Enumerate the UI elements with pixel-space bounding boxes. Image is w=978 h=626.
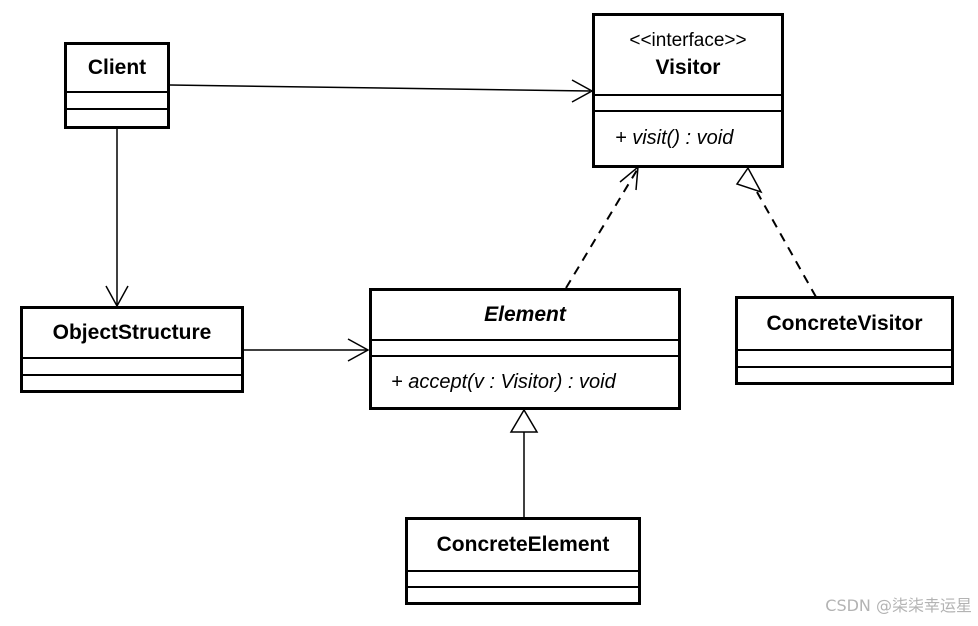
class-concretevisitor-name-compartment: ConcreteVisitor xyxy=(738,299,951,351)
association-client-visitor xyxy=(169,79,594,103)
class-visitor-operations: + visit() : void xyxy=(595,112,781,165)
class-client-attributes xyxy=(67,93,167,110)
generalization-concreteelement-element xyxy=(509,408,539,517)
class-objectstructure-name-compartment: ObjectStructure xyxy=(23,309,241,359)
class-concreteelement-name-compartment: ConcreteElement xyxy=(408,520,638,572)
realization-concretevisitor-visitor xyxy=(735,166,817,298)
class-concretevisitor: ConcreteVisitor xyxy=(735,296,954,385)
association-objectstructure-element xyxy=(244,338,370,362)
class-element-operations: + accept(v : Visitor) : void xyxy=(372,357,678,407)
class-client-name: Client xyxy=(87,56,147,80)
dependency-element-visitor xyxy=(565,165,639,289)
class-visitor-attributes xyxy=(595,96,781,112)
class-objectstructure: ObjectStructure xyxy=(20,306,244,393)
class-concreteelement-attributes xyxy=(408,572,638,588)
class-element-operation-accept: + accept(v : Visitor) : void xyxy=(391,370,616,393)
class-concretevisitor-operations xyxy=(738,368,951,382)
class-objectstructure-operations xyxy=(23,376,241,390)
class-concretevisitor-attributes xyxy=(738,351,951,368)
class-objectstructure-name: ObjectStructure xyxy=(52,321,212,345)
class-concreteelement: ConcreteElement xyxy=(405,517,641,605)
class-concreteelement-operations xyxy=(408,588,638,602)
watermark: CSDN @柒柒幸运星 xyxy=(825,596,972,615)
class-concreteelement-name: ConcreteElement xyxy=(436,533,610,557)
class-element: Element + accept(v : Visitor) : void xyxy=(369,288,681,410)
class-element-attributes xyxy=(372,341,678,357)
class-client-name-compartment: Client xyxy=(67,45,167,93)
class-visitor-name-compartment: <<interface>> Visitor xyxy=(595,16,781,96)
class-objectstructure-attributes xyxy=(23,359,241,376)
class-element-name-compartment: Element xyxy=(372,291,678,341)
class-visitor-operation-visit: + visit() : void xyxy=(615,127,734,149)
class-visitor-name: Visitor xyxy=(655,55,721,79)
class-concretevisitor-name: ConcreteVisitor xyxy=(766,312,923,336)
class-visitor-stereotype: <<interface>> xyxy=(629,30,747,51)
class-visitor: <<interface>> Visitor + visit() : void xyxy=(592,13,784,168)
association-client-objectstructure xyxy=(105,128,129,308)
class-client-operations xyxy=(67,110,167,126)
class-element-name: Element xyxy=(484,303,566,327)
class-client: Client xyxy=(64,42,170,129)
